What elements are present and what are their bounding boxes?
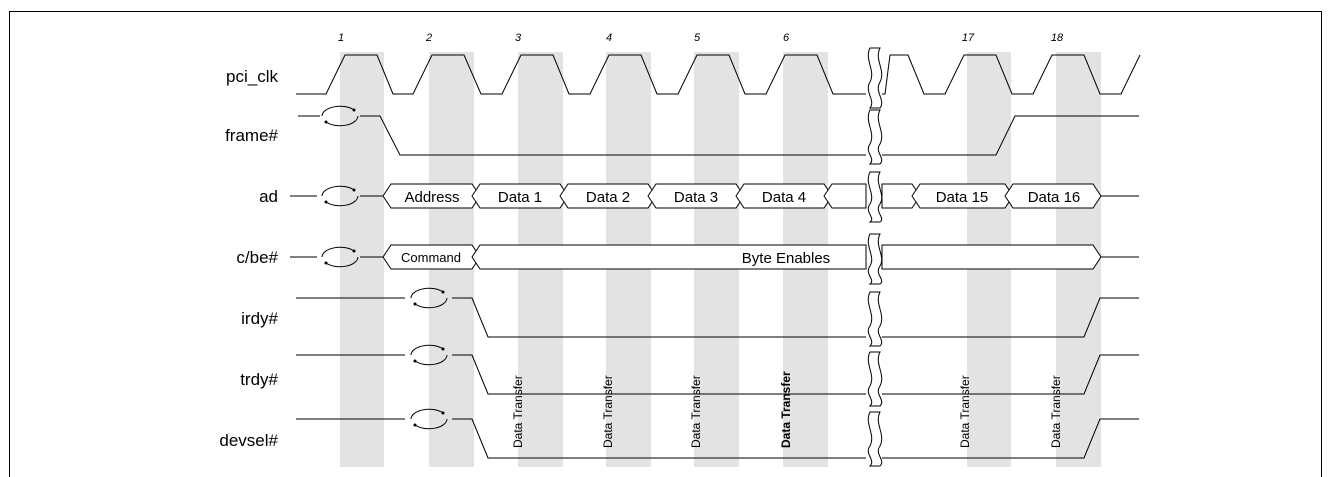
data-transfer-annotations: Data Transfer Data Transfer Data Transfe… (511, 371, 1063, 448)
signal-label-devsel: devsel# (219, 431, 278, 450)
signal-label-ad: ad (259, 187, 278, 206)
ad-data-1-label: Data 1 (498, 189, 542, 206)
clock-numbers: 1 2 3 4 5 6 17 18 (338, 32, 1064, 44)
time-break-frame (867, 109, 883, 165)
clock-number-6: 6 (783, 32, 790, 44)
signal-label-frame: frame# (225, 126, 278, 145)
time-break-irdy (867, 291, 883, 347)
ad-data-15-label: Data 15 (936, 189, 989, 206)
cycle-arrow-icon (321, 105, 359, 127)
time-break-pci-clk (867, 47, 883, 109)
ad-data-16-segment (1004, 183, 1102, 209)
signal-label-cbe: c/be# (236, 248, 278, 267)
signal-label-pci-clk: pci_clk (226, 67, 278, 86)
signal-label-irdy: irdy# (241, 309, 278, 328)
waveform-frame (298, 115, 1139, 156)
cycle-arrow-icon (410, 344, 448, 366)
cbe-byte-enables-segment-b (881, 244, 1102, 270)
data-transfer-label-5: Data Transfer (958, 375, 972, 448)
ad-data-16-label: Data 16 (1028, 189, 1081, 206)
time-break-devsel (867, 411, 883, 467)
ad-idle-segment (823, 183, 867, 209)
ad-data-4-label: Data 4 (762, 189, 806, 206)
ad-address-label: Address (404, 189, 459, 206)
cycle-arrow-icon (410, 408, 448, 430)
cycle-arrow-icon (321, 246, 359, 268)
clock-number-2: 2 (425, 32, 432, 44)
ad-data-3-label: Data 3 (674, 189, 718, 206)
clock-number-1: 1 (338, 32, 344, 44)
data-transfer-label-2: Data Transfer (601, 375, 615, 448)
cbe-byte-enables-segment-a (471, 244, 867, 270)
waveform-irdy (296, 297, 1139, 338)
cycle-arrow-icon (410, 287, 448, 309)
turnaround-symbols (321, 105, 448, 430)
signal-label-trdy: trdy# (240, 370, 278, 389)
time-break-ad (867, 171, 883, 223)
waveform-trdy (296, 354, 1139, 395)
cycle-arrow-icon (321, 185, 359, 207)
cbe-byte-enables-label: Byte Enables (742, 250, 830, 267)
shade-column-1 (340, 52, 384, 467)
time-break-cbe (867, 233, 883, 285)
data-transfer-label-3: Data Transfer (689, 375, 703, 448)
diagram-frame-border (9, 11, 1322, 477)
time-break-marks (867, 47, 883, 467)
clock-number-3: 3 (515, 32, 522, 44)
waveform-pci-clk (296, 54, 1141, 95)
data-transfer-label-4: Data Transfer (779, 371, 793, 448)
data-transfer-label-1: Data Transfer (511, 375, 525, 448)
waveform-devsel (296, 418, 1139, 459)
data-transfer-label-6: Data Transfer (1049, 375, 1063, 448)
bus-cbe: Command Byte Enables (290, 244, 1139, 270)
clock-number-5: 5 (694, 32, 701, 44)
clock-number-18: 18 (1051, 32, 1064, 44)
ad-data-2-label: Data 2 (586, 189, 630, 206)
time-break-trdy (867, 351, 883, 407)
signal-labels: pci_clk frame# ad c/be# irdy# trdy# devs… (219, 67, 278, 450)
clock-number-17: 17 (962, 32, 975, 44)
clock-number-4: 4 (606, 32, 612, 44)
bus-ad: Address Data 1 Data 2 Data 3 Data 4 Data… (290, 183, 1139, 209)
cbe-command-label: Command (401, 250, 461, 265)
